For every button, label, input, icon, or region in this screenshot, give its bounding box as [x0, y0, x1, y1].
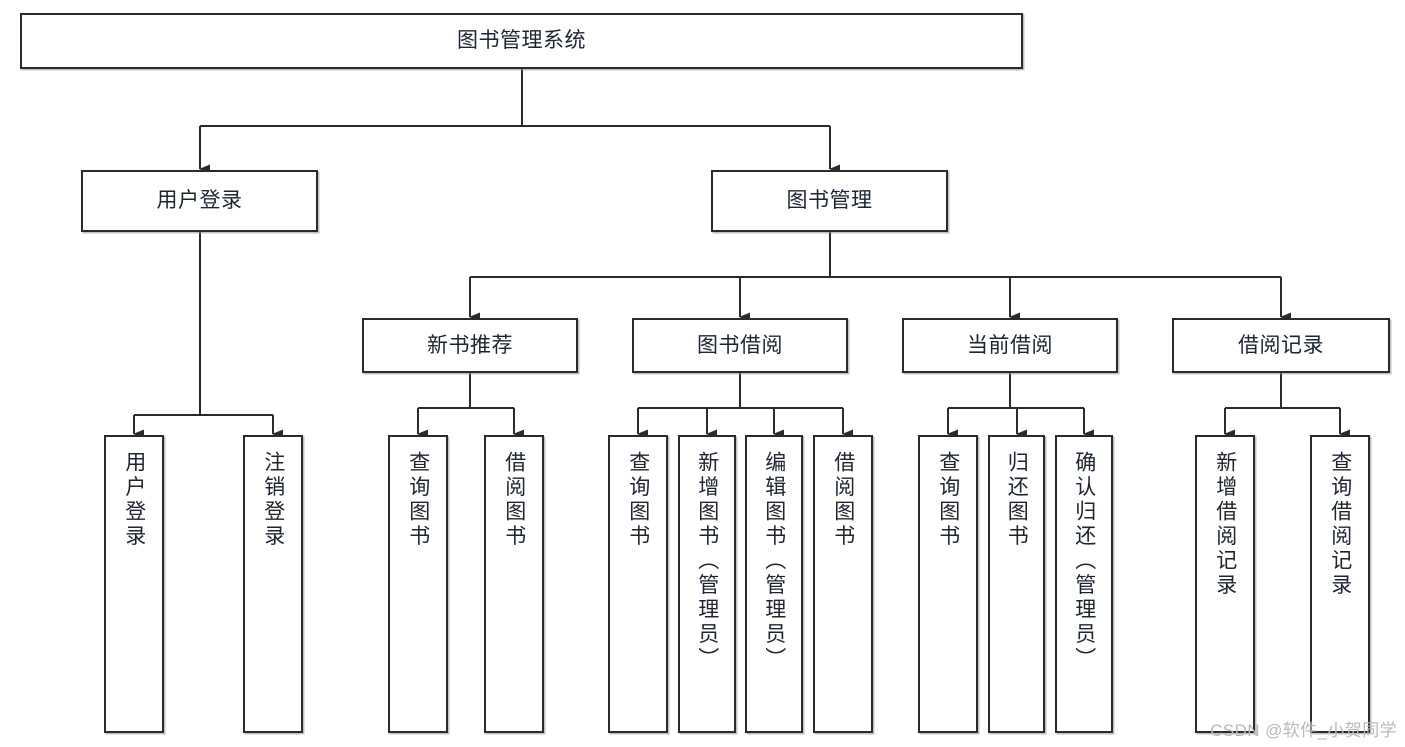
node-label: 用户登录	[156, 189, 243, 213]
node-leaf-borrow-book-2[interactable]: 借阅图书	[813, 435, 873, 733]
node-book-manage[interactable]: 图书管理	[711, 170, 948, 232]
node-book-borrow[interactable]: 图书借阅	[632, 318, 848, 373]
node-label: 借阅记录	[1238, 333, 1324, 357]
node-label: 编辑图书（管理员）	[762, 451, 786, 672]
node-leaf-add-record[interactable]: 新增借阅记录	[1195, 435, 1255, 733]
node-label: 查询图书	[406, 451, 430, 549]
node-leaf-add-book[interactable]: 新增图书（管理员）	[678, 435, 736, 733]
node-label: 新增借阅记录	[1213, 451, 1237, 598]
watermark: CSDN @软件_小贺同学	[1210, 721, 1397, 740]
node-label: 借阅图书	[502, 451, 526, 549]
node-leaf-query-book-3[interactable]: 查询图书	[918, 435, 978, 733]
node-leaf-return-book[interactable]: 归还图书	[988, 435, 1045, 733]
node-label: 查询借阅记录	[1328, 451, 1352, 598]
node-leaf-user-logout[interactable]: 注销登录	[243, 435, 303, 733]
node-label: 借阅图书	[831, 451, 855, 549]
node-label: 用户登录	[122, 451, 146, 549]
node-current-borrow[interactable]: 当前借阅	[902, 318, 1118, 373]
node-label: 归还图书	[1005, 451, 1029, 549]
node-label: 当前借阅	[967, 333, 1053, 357]
node-leaf-query-book-2[interactable]: 查询图书	[608, 435, 668, 733]
edge-group	[132, 69, 1350, 439]
node-root[interactable]: 图书管理系统	[20, 13, 1023, 69]
node-borrow-record[interactable]: 借阅记录	[1172, 318, 1390, 373]
node-label: 图书管理	[786, 189, 873, 213]
node-label: 新增图书（管理员）	[695, 451, 719, 672]
node-label: 图书管理系统	[457, 29, 586, 53]
node-user-login[interactable]: 用户登录	[81, 170, 318, 232]
node-label: 图书借阅	[697, 333, 783, 357]
node-leaf-query-book-1[interactable]: 查询图书	[388, 435, 448, 733]
node-label: 注销登录	[261, 451, 285, 549]
node-label: 查询图书	[936, 451, 960, 549]
node-leaf-borrow-book-1[interactable]: 借阅图书	[484, 435, 544, 733]
node-label: 新书推荐	[427, 333, 513, 357]
node-leaf-user-login[interactable]: 用户登录	[104, 435, 164, 733]
node-label: 确认归还（管理员）	[1072, 451, 1096, 672]
node-new-book-rec[interactable]: 新书推荐	[362, 318, 578, 373]
node-label: 查询图书	[626, 451, 650, 549]
node-leaf-query-record[interactable]: 查询借阅记录	[1310, 435, 1370, 733]
node-leaf-edit-book[interactable]: 编辑图书（管理员）	[745, 435, 803, 733]
node-leaf-confirm-return[interactable]: 确认归还（管理员）	[1055, 435, 1113, 733]
